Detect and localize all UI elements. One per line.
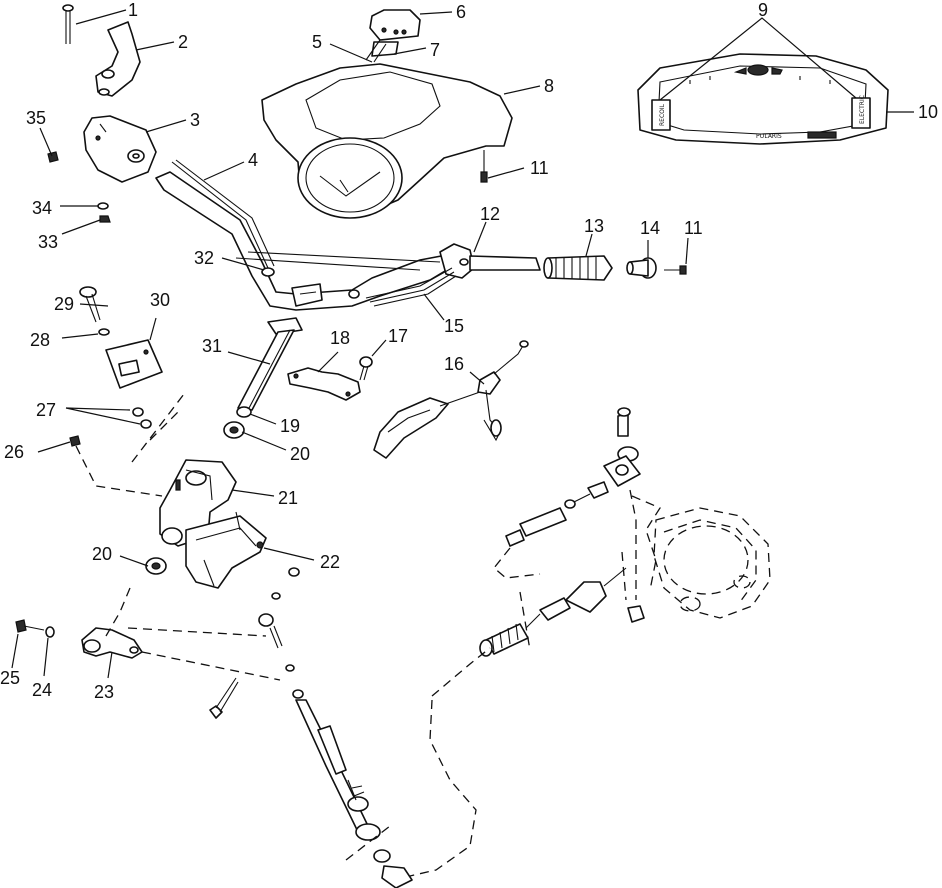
part-support-bracket-22 bbox=[185, 511, 267, 589]
part-bolt-1 bbox=[62, 4, 74, 44]
part-bolt-lower bbox=[209, 677, 239, 719]
callout-35: 35 bbox=[26, 108, 46, 128]
callout-33: 33 bbox=[38, 232, 58, 252]
callout-23: 23 bbox=[94, 682, 114, 702]
callout-31: 31 bbox=[202, 336, 222, 356]
part-steering-post-31 bbox=[237, 317, 303, 411]
gauge-brand-text: POLARIS bbox=[756, 133, 782, 140]
part-column-clamp-32 bbox=[291, 283, 323, 307]
callout-10: 10 bbox=[918, 102, 938, 122]
gauge-left-label: RECOIL bbox=[659, 103, 666, 126]
part-washer-28 bbox=[98, 328, 110, 336]
callout-12: 12 bbox=[480, 204, 500, 224]
part-steering-block-21 bbox=[159, 459, 237, 547]
callout-25: 25 bbox=[0, 668, 20, 688]
part-hood-8 bbox=[261, 63, 513, 219]
engine-outline bbox=[629, 489, 771, 619]
callout-6: 6 bbox=[456, 2, 466, 22]
callout-labels: 1 2 3 4 5 6 7 8 9 10 11 11 12 13 14 15 1… bbox=[0, 0, 938, 702]
part-tether-16 bbox=[373, 340, 529, 459]
part-stem-5 bbox=[365, 39, 387, 63]
callout-11-hood: 11 bbox=[530, 158, 549, 178]
callout-11-right: 11 bbox=[684, 218, 703, 238]
callout-16: 16 bbox=[444, 354, 464, 374]
part-wire-15 bbox=[365, 267, 457, 307]
callout-34: 34 bbox=[32, 198, 52, 218]
part-switch-6 bbox=[369, 9, 421, 41]
part-screw-17 bbox=[359, 356, 373, 381]
callout-30: 30 bbox=[150, 290, 170, 310]
callout-27: 27 bbox=[36, 400, 56, 420]
callout-29: 29 bbox=[54, 294, 74, 314]
gauge-right-label: ELECTRIC bbox=[859, 95, 866, 124]
callout-20-upper: 20 bbox=[290, 444, 310, 464]
assembly-guide-lines bbox=[75, 393, 637, 877]
part-gauge-panel-10: RECOIL ELECTRIC POLARIS bbox=[637, 53, 889, 145]
part-nut-26 bbox=[69, 435, 81, 447]
callout-19: 19 bbox=[280, 416, 300, 436]
part-grip-13 bbox=[543, 255, 613, 281]
part-bushing-20-lower bbox=[145, 557, 167, 575]
part-washer-24 bbox=[45, 626, 55, 638]
part-switch-housing-3 bbox=[83, 115, 157, 183]
part-bolt-29 bbox=[79, 286, 101, 323]
callout-7: 7 bbox=[430, 40, 440, 60]
callout-4: 4 bbox=[248, 150, 258, 170]
callout-13: 13 bbox=[584, 216, 604, 236]
part-nut-33 bbox=[99, 215, 111, 223]
callout-21: 21 bbox=[278, 488, 298, 508]
callout-17: 17 bbox=[388, 326, 408, 346]
part-bushing-20-upper bbox=[223, 421, 245, 439]
part-bracket-18 bbox=[287, 367, 361, 401]
callout-2: 2 bbox=[178, 32, 188, 52]
part-screw-35 bbox=[47, 151, 59, 163]
part-washer-34 bbox=[97, 202, 109, 210]
part-bar-end-14 bbox=[626, 257, 657, 279]
part-steering-cable-lower bbox=[295, 699, 413, 888]
part-bracket-2 bbox=[95, 21, 141, 97]
callout-8: 8 bbox=[544, 76, 554, 96]
part-nut-27 bbox=[132, 407, 152, 429]
part-screw-11-right bbox=[664, 265, 687, 275]
part-rod-end-upper bbox=[505, 407, 641, 547]
part-nut-lower-right bbox=[627, 605, 645, 623]
callout-28: 28 bbox=[30, 330, 50, 350]
callout-18: 18 bbox=[330, 328, 350, 348]
callout-5: 5 bbox=[312, 32, 322, 52]
part-steering-cable-upper bbox=[479, 567, 627, 657]
part-screw-25 bbox=[15, 619, 45, 633]
callout-3: 3 bbox=[190, 110, 200, 130]
callout-32: 32 bbox=[194, 248, 214, 268]
callout-20-lower: 20 bbox=[92, 544, 112, 564]
part-screw-11-hood bbox=[480, 150, 488, 183]
callout-26: 26 bbox=[4, 442, 24, 462]
callout-22: 22 bbox=[320, 552, 340, 572]
callout-24: 24 bbox=[32, 680, 52, 700]
callout-15: 15 bbox=[444, 316, 464, 336]
part-throttle-housing-12 bbox=[439, 243, 541, 279]
callout-14: 14 bbox=[640, 218, 660, 238]
part-steering-arm-23 bbox=[81, 627, 143, 659]
callout-9: 9 bbox=[758, 0, 768, 20]
part-plate-30 bbox=[105, 339, 163, 389]
callout-1: 1 bbox=[128, 0, 138, 20]
part-rod-end-lower bbox=[258, 567, 304, 699]
part-bushing-19 bbox=[236, 406, 252, 418]
leader-lines bbox=[11, 9, 914, 679]
